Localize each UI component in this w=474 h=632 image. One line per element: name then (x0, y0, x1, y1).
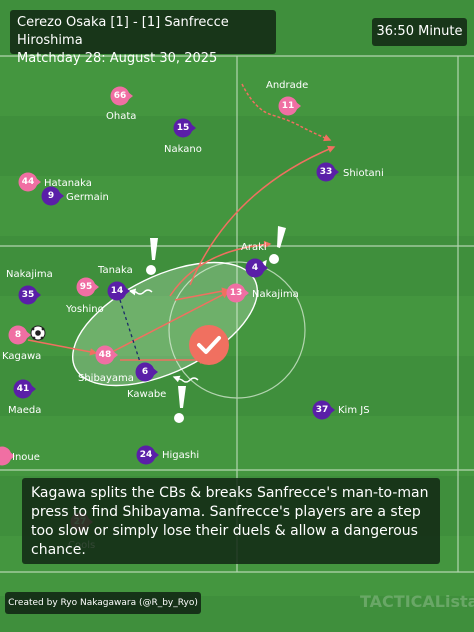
player-marker (312, 400, 332, 420)
player-marker (226, 283, 246, 303)
player-name: Ohata (106, 111, 136, 122)
kawabe-press-arrow (172, 375, 199, 383)
player-number: 15 (177, 123, 190, 133)
player-number: 24 (140, 450, 153, 460)
player-marker (107, 281, 127, 301)
exclamation-markers (146, 226, 286, 423)
player-marker (135, 362, 155, 382)
brand-watermark: TACTICALista (360, 592, 474, 611)
andrade-run-arrow (241, 83, 332, 142)
player-marker (0, 446, 12, 466)
player-number: 11 (282, 101, 295, 111)
player-marker (95, 345, 115, 365)
player-sanfrecce: 24 Higashi (136, 445, 199, 465)
player-name: Nakano (164, 144, 202, 155)
shibayama-pass-arrow (111, 291, 230, 353)
player-sanfrecce: 33 Shiotani (316, 162, 384, 182)
through-ball-arrow (189, 145, 336, 286)
match-subtitle: Matchday 28: August 30, 2025 (17, 51, 218, 66)
player-name: Andrade (266, 80, 308, 91)
player-name: Yoshino (65, 304, 104, 315)
exclamation-icon (174, 386, 186, 423)
player-cerezo: Inoue (0, 446, 40, 466)
player-number: 33 (320, 167, 333, 177)
player-number: 8 (15, 330, 21, 340)
player-name: Kim JS (338, 405, 370, 416)
tanaka-press-arrow (128, 288, 153, 296)
chance-check-marker (189, 325, 229, 365)
player-cerezo: 44 Hatanaka (18, 172, 92, 192)
player-number: 66 (114, 91, 127, 101)
match-clock: 36:50 Minute (372, 18, 467, 46)
player-name: Maeda (8, 405, 41, 416)
player-sanfrecce: 9 Germain (41, 186, 109, 206)
player-name: Shiotani (343, 168, 384, 179)
exclamation-icon (146, 238, 158, 275)
player-sanfrecce: 37 Kim JS (312, 400, 370, 420)
player-name: Inoue (12, 452, 40, 463)
player-sanfrecce: 4 Araki (241, 242, 268, 278)
player-number: 35 (22, 290, 35, 300)
play-description: Kagawa splits the CBs & breaks Sanfrecce… (22, 478, 440, 564)
player-name: Nakajima (252, 289, 299, 300)
player-marker (316, 162, 336, 182)
player-sanfrecce: 35 Nakajima (6, 269, 53, 305)
player-name: Germain (66, 192, 109, 203)
player-marker (136, 445, 156, 465)
player-marker (41, 186, 61, 206)
player-number: 4 (252, 263, 258, 273)
player-marker (8, 325, 28, 345)
player-name: Hatanaka (44, 178, 92, 189)
match-header: Cerezo Osaka [1] - [1] Sanfrecce Hiroshi… (10, 10, 276, 66)
player-name: Tanaka (97, 265, 133, 276)
player-number: 6 (142, 367, 148, 377)
support-run-arrow (169, 240, 272, 297)
player-number: 13 (230, 288, 243, 298)
player-number: 37 (316, 405, 329, 415)
player-number: 95 (80, 282, 93, 292)
kagawa-pass-arrow (27, 339, 98, 356)
player-marker (13, 379, 33, 399)
player-name: Shibayama (78, 373, 134, 384)
player-marker (18, 285, 38, 305)
author-credit: Created by Ryo Nakagawara (@R_by_Ryo) (5, 592, 201, 614)
lateral-pass-arrow (174, 287, 230, 301)
player-marker (76, 277, 96, 297)
player-name: Higashi (162, 450, 199, 461)
ball-icon (30, 325, 46, 341)
player-name: Kawabe (127, 389, 166, 400)
player-number: 9 (48, 191, 54, 201)
player-name: Araki (241, 242, 267, 253)
player-cerezo: 13 Nakajima (226, 283, 299, 303)
player-number: 44 (22, 177, 35, 187)
player-number: 14 (111, 286, 124, 296)
player-cerezo: 11 Andrade (266, 80, 308, 116)
match-title: Cerezo Osaka [1] - [1] Sanfrecce Hiroshi… (17, 15, 229, 48)
player-marker (18, 172, 38, 192)
exclamation-icon (269, 226, 286, 264)
player-number: 41 (17, 384, 30, 394)
player-number: 48 (99, 350, 112, 360)
player-marker (110, 86, 130, 106)
player-name: Nakajima (6, 269, 53, 280)
marking-line (119, 299, 141, 363)
player-marker (245, 258, 265, 278)
player-sanfrecce: 14 Tanaka (97, 265, 133, 301)
player-marker (173, 118, 193, 138)
player-marker (278, 96, 298, 116)
movement-arrows (27, 83, 336, 364)
player-name: Kagawa (2, 351, 41, 362)
